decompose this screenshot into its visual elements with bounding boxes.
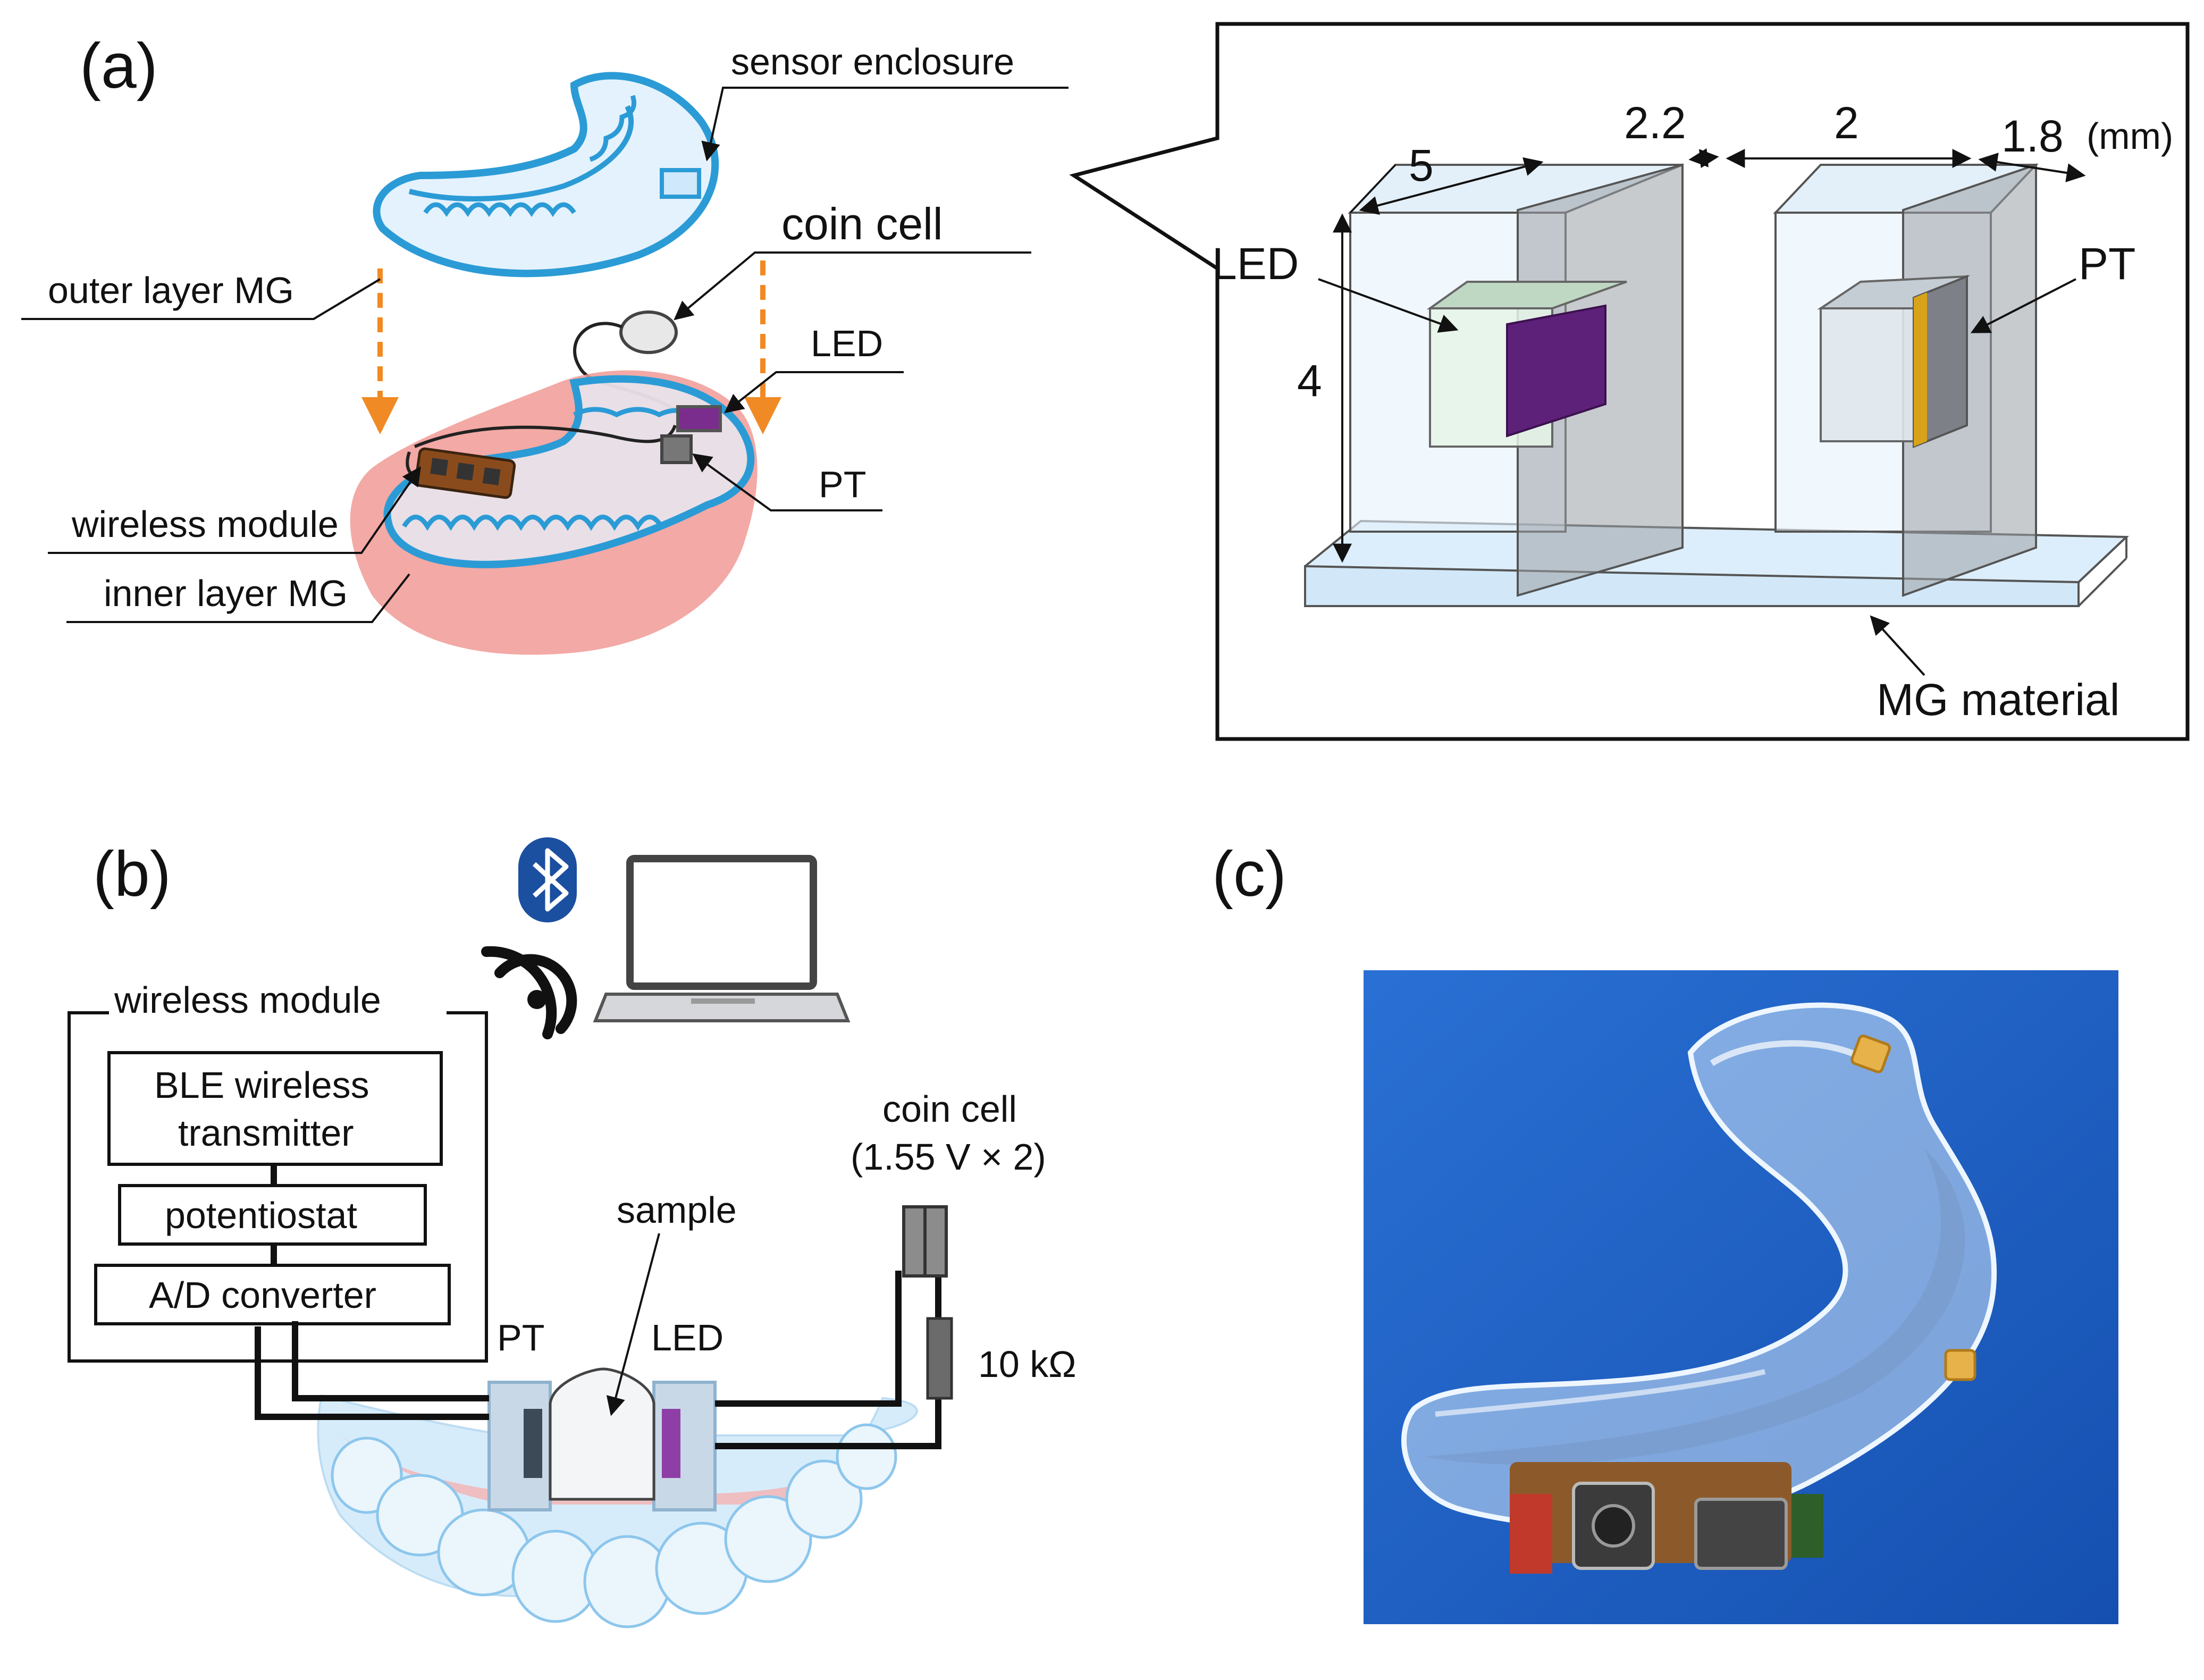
sensor-enclosure <box>660 168 701 199</box>
pt-element-b <box>524 1409 542 1478</box>
label-wireless-module-a: wireless module <box>71 503 339 545</box>
dim-unit: (mm) <box>2087 115 2173 157</box>
label-ble-line1: BLE wireless <box>154 1064 369 1106</box>
inset-pt-housing <box>1820 307 1928 442</box>
inset-label-mg-material: MG material <box>1877 675 2119 725</box>
dim-1-8: 1.8 <box>2001 111 2064 161</box>
dim-4: 4 <box>1297 356 1322 406</box>
inset-label-led: LED <box>1212 239 1299 289</box>
dim-5: 5 <box>1409 140 1434 190</box>
label-inner-layer: inner layer MG <box>104 573 348 614</box>
photo-sensor-top <box>1850 1035 1891 1073</box>
panel-label-c: (c) <box>1212 838 1286 910</box>
adc-box <box>94 1264 451 1325</box>
laptop-icon <box>593 855 851 1022</box>
label-pt-a: PT <box>819 464 866 505</box>
coin-cell <box>619 310 678 354</box>
panel-label-b: (b) <box>93 838 171 910</box>
label-led-a: LED <box>811 323 883 364</box>
panel-label-a: (a) <box>80 30 158 102</box>
inset-led <box>1506 304 1606 438</box>
label-pt-b: PT <box>497 1317 544 1358</box>
pt-chip <box>660 434 693 464</box>
bluetooth-icon <box>518 837 577 922</box>
label-led-b: LED <box>651 1317 724 1358</box>
panel-c-photo <box>1364 970 2118 1624</box>
dim-2-2: 2.2 <box>1624 98 1686 148</box>
label-outer-layer: outer layer MG <box>48 270 294 311</box>
label-sensor-enclosure: sensor enclosure <box>731 41 1014 82</box>
panel-a-illustration: sensor enclosure coin cell outer layer M… <box>21 41 1069 655</box>
ble-transmitter-box <box>107 1051 443 1166</box>
label-resistor: 10 kΩ <box>978 1343 1076 1385</box>
photo-sensor-mid <box>1944 1349 1976 1381</box>
led-chip <box>676 405 722 432</box>
label-adc: A/D converter <box>149 1274 376 1316</box>
label-potentiostat: potentiostat <box>165 1195 357 1236</box>
inset-label-pt: PT <box>2079 239 2135 289</box>
inset-sensor-enclosure-detail: 5 2.2 2 1.8 (mm) 4 LED PT MG material <box>1069 22 2190 741</box>
wifi-signal-icon <box>481 946 577 1039</box>
photo-electronics <box>1510 1462 1823 1574</box>
label-coin-cell-b: coin cell <box>882 1088 1017 1130</box>
teeth <box>331 1423 897 1628</box>
label-wireless-module-b: wireless module <box>114 979 381 1021</box>
label-ble-line2: transmitter <box>178 1112 354 1154</box>
label-coin-cell-a: coin cell <box>781 199 943 249</box>
label-coin-cell-spec: (1.55 V × 2) <box>851 1136 1046 1178</box>
pt-housing-b <box>487 1381 552 1511</box>
led-element-b <box>662 1409 680 1478</box>
resistor <box>926 1317 953 1400</box>
label-sample: sample <box>617 1189 737 1231</box>
panel-b-schematic: wireless module BLE wireless transmitter… <box>68 837 1076 1628</box>
sample-cell <box>549 1367 655 1501</box>
dim-2: 2 <box>1834 98 1859 148</box>
